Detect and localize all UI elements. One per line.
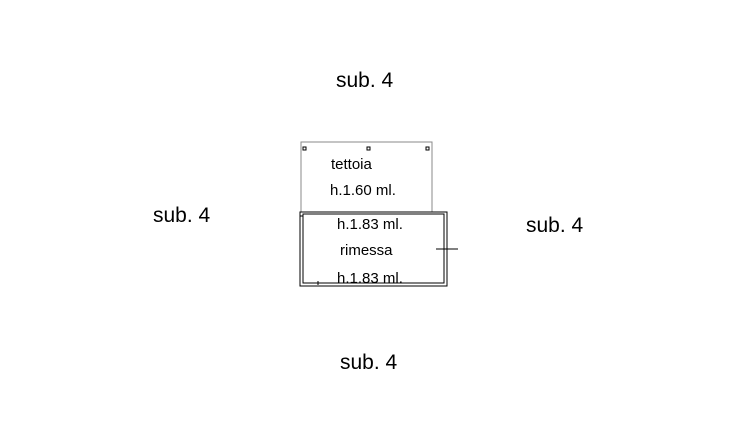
rimessa-height-top: h.1.83 ml. — [337, 216, 403, 233]
rimessa-name: rimessa — [340, 242, 393, 259]
sub-label-west: sub. 4 — [153, 204, 211, 227]
tettoia-post-marker — [366, 146, 371, 151]
sub-label-south: sub. 4 — [340, 351, 398, 374]
tettoia-post-marker — [425, 146, 430, 151]
sub-label-east: sub. 4 — [526, 214, 584, 237]
tettoia-outline — [300, 141, 433, 213]
sub-label-north: sub. 4 — [336, 69, 394, 92]
rimessa-height-bottom: h.1.83 ml. — [337, 270, 403, 287]
tettoia-post-marker — [302, 146, 307, 151]
tettoia-height: h.1.60 ml. — [330, 182, 396, 199]
tettoia-name: tettoia — [331, 156, 372, 173]
